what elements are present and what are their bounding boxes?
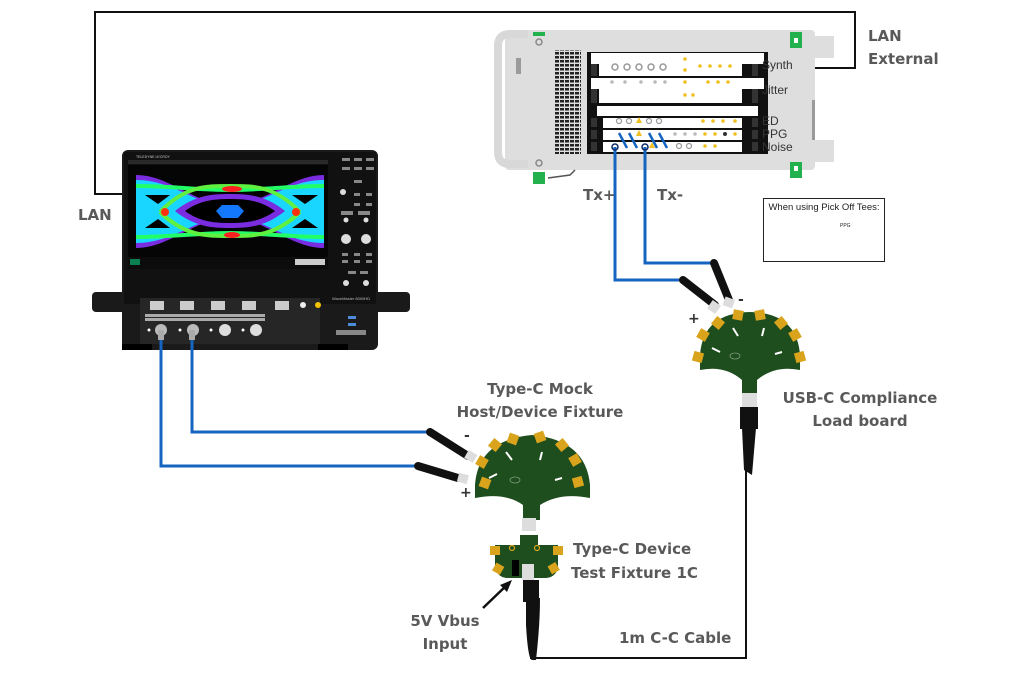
lan-external-label-2: External [868, 50, 939, 68]
mock-fixture-label-2: Host/Device Fixture [456, 403, 624, 421]
load-board [679, 259, 807, 475]
scope-model-label: WaveMaster 8000HD [332, 296, 370, 301]
note-title: When using Pick Off Tees: [768, 202, 880, 213]
mock-fixture [414, 428, 590, 531]
pick-off-tees-note: When using Pick Off Tees: PPG [763, 198, 885, 262]
load-board-label-2: Load board [812, 412, 908, 430]
mock-fixture-label-1: Type-C Mock [487, 380, 593, 398]
bert-chassis [494, 30, 834, 184]
load-board-label-1: USB-C Compliance [782, 389, 938, 407]
mock-minus-marker: - [464, 428, 470, 444]
vbus-label-1: 5V Vbus [410, 612, 480, 630]
tx-minus-label: Tx- [657, 186, 684, 204]
tx-plus-cable [613, 147, 683, 282]
module-label-noise: Noise [762, 140, 793, 154]
device-fixture-label-2: Test Fixture 1C [571, 564, 698, 582]
module-label-ed: ED [762, 114, 779, 128]
module-label-synth: Synth [762, 58, 793, 72]
device-test-fixture [490, 535, 563, 660]
module-label-jitter: Jitter [762, 83, 789, 97]
tx-minus-cable [643, 147, 714, 265]
lan-label: LAN [78, 206, 112, 224]
lan-cable [94, 11, 856, 195]
load-plus-marker: + [688, 311, 700, 327]
note-ppg-label: PPG [840, 223, 851, 229]
module-label-ppg: PPG [762, 127, 788, 141]
eye-diagram-display [135, 175, 325, 248]
oscilloscope: WaveMaster 8000HD TELEDYNE LECROY [92, 150, 410, 350]
green-latch [533, 32, 545, 36]
scope-brand-logo: TELEDYNE LECROY [136, 155, 171, 159]
tx-plus-label: Tx+ [583, 186, 616, 204]
cable-label: 1m C-C Cable [619, 629, 732, 647]
device-fixture-label-1: Type-C Device [573, 540, 692, 558]
vbus-label-2: Input [422, 635, 468, 653]
mock-plus-marker: + [460, 485, 472, 501]
c-c-cable [530, 470, 747, 659]
green-latch [533, 172, 545, 184]
load-minus-marker: - [738, 292, 744, 308]
lan-external-label-1: LAN [868, 27, 902, 45]
scope-ch2-cable [190, 335, 430, 434]
scope-ch1-cable [159, 335, 418, 468]
